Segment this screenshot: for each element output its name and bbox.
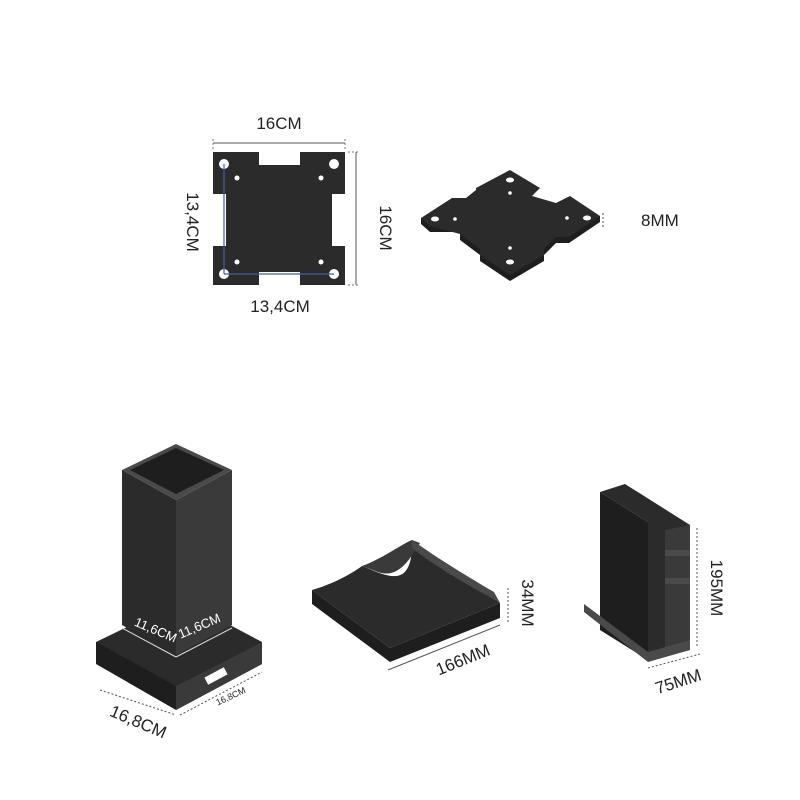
- wave-length-label: 166MM: [433, 640, 493, 679]
- tower-column-right-face: [176, 470, 232, 655]
- plate-width-label: 16CM: [256, 114, 301, 133]
- vesa-plate-front-shape: [213, 152, 345, 285]
- wave-stand-highlight: [412, 540, 500, 603]
- mounting-hole-icon: [506, 177, 514, 183]
- holder-divider: [665, 578, 690, 584]
- wave-stand-side: [312, 590, 500, 662]
- tower-stand: 11,6CM 11,6CM 16,8CM 16,8CM: [96, 444, 263, 743]
- holder-front-slot: [665, 525, 690, 655]
- base-cable-notch: [204, 667, 228, 685]
- wave-height-label: 34MM: [518, 579, 537, 626]
- mounting-hole-icon: [506, 259, 514, 265]
- wave-stand: 166MM 34MM: [312, 540, 537, 679]
- small-hole-icon: [318, 259, 324, 265]
- plate-height-label: 16CM: [376, 205, 395, 250]
- vertical-holder: 195MM 75MM: [584, 484, 726, 698]
- mounting-hole-icon: [329, 159, 339, 169]
- base-front-label: 16,8CM: [107, 702, 169, 743]
- angled-plate-shape: [421, 170, 600, 275]
- small-hole-icon: [234, 175, 240, 181]
- holder-foot: [584, 604, 690, 662]
- mounting-hole-icon: [431, 216, 439, 222]
- wave-stand-ridge: [362, 540, 420, 574]
- tower-column-left-face: [122, 470, 176, 655]
- plate-thickness-label: 8MM: [641, 211, 679, 230]
- hole-width-label: 13,4CM: [250, 297, 310, 316]
- base-front-dimension-line: [99, 689, 177, 716]
- mounting-hole-icon: [583, 215, 591, 221]
- vesa-plate-angled-view: 8MM: [421, 170, 679, 281]
- hole-height-label: 13,4CM: [183, 192, 202, 252]
- base-side-dimension-line: [179, 671, 263, 716]
- holder-width-dimension-line: [647, 653, 701, 669]
- small-hole-icon: [234, 259, 240, 265]
- tower-column-opening: [130, 448, 224, 494]
- holder-divider: [665, 550, 690, 556]
- wave-length-dimension-line: [387, 624, 501, 671]
- holder-side-face: [600, 492, 648, 660]
- vesa-plate-front-view: 16CM 13,4CM 13,4CM 16CM: [183, 114, 395, 316]
- holder-width-label: 75MM: [653, 665, 704, 698]
- holder-height-label: 195MM: [707, 560, 726, 617]
- wave-stand-top: [312, 548, 500, 648]
- small-hole-icon: [318, 175, 324, 181]
